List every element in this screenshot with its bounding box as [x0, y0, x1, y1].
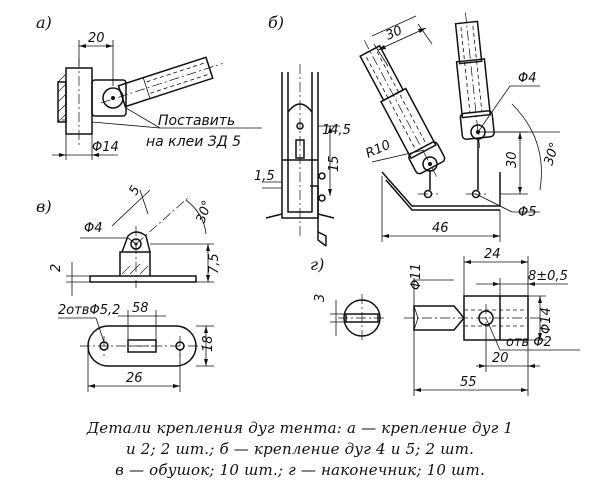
label-a: а) [36, 13, 52, 32]
dim-b-15: 15 [327, 155, 342, 172]
dim-g-14: Φ14 [539, 307, 554, 334]
dim-b-angle: 30° [542, 141, 563, 168]
dim-v-7-5: 7,5 [207, 253, 222, 274]
dim-v-angle: 30° [194, 199, 216, 226]
part-v-upright [119, 251, 151, 276]
dim-v-18: 18 [201, 335, 216, 352]
label-b: б) [268, 13, 284, 32]
part-v: в) 30° Φ4 5 2 7, [36, 183, 222, 392]
part-a-hinge [91, 79, 127, 117]
dim-b-14-5: 14,5 [322, 123, 351, 138]
caption-line-3: в — обушок; 10 шт.; г — наконечник; 10 ш… [115, 461, 485, 479]
figure-caption: Детали крепления дуг тента: а — креплени… [0, 418, 600, 481]
dim-g-20: 20 [492, 351, 509, 366]
dim-a-14: Φ14 [92, 140, 119, 155]
dim-g-55: 55 [460, 375, 477, 390]
part-a-clamp-left [57, 81, 67, 123]
dim-b-4: Φ4 [518, 71, 537, 86]
part-g-tip [413, 305, 465, 331]
dim-b-46: 46 [432, 221, 449, 236]
dim-b-30-side: 30 [505, 151, 520, 168]
dim-b-5: Φ5 [518, 205, 537, 220]
dim-g-11: Φ11 [409, 263, 424, 290]
dim-g-3: 3 [313, 294, 328, 302]
caption-line-1: Детали крепления дуг тента: а — креплени… [86, 419, 514, 437]
part-b-plate [381, 171, 501, 207]
dim-v-2: 2 [49, 264, 64, 272]
part-g: г) 3 Φ11 24 8 [310, 247, 580, 396]
dim-a-20: 20 [88, 31, 105, 46]
dim-g-hole: отв Φ2 [506, 335, 552, 350]
dim-b-1-5: 1,5 [254, 169, 275, 184]
dim-v-4: Φ4 [84, 221, 103, 236]
dim-v-58: 58 [132, 301, 149, 316]
note-a-line2: на клеи ЗД 5 [146, 134, 241, 150]
dim-v-holes: 2отвΦ5,2 [58, 303, 120, 318]
dim-g-8: 8±0,5 [528, 269, 568, 284]
caption-line-2: и 2; 2 шт.; б — крепление дуг 4 и 5; 2 ш… [125, 440, 475, 458]
label-g: г) [310, 255, 324, 274]
dim-v-26: 26 [126, 371, 143, 386]
part-b: б) 14,5 15 1,5 [254, 12, 563, 247]
note-a-line1: Поставить [158, 113, 235, 129]
dim-b-30: 30 [384, 23, 405, 43]
dim-g-24: 24 [484, 247, 501, 262]
label-v: в) [36, 197, 52, 216]
part-v-base [89, 275, 197, 283]
dim-v-5: 5 [126, 183, 143, 198]
part-a: а) 20 [36, 13, 262, 160]
